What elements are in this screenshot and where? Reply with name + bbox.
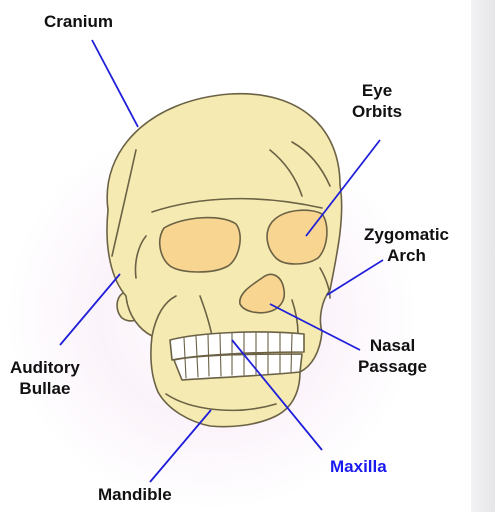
cranium-pointer [92, 40, 138, 127]
label-eye-orbits: Eye Orbits [352, 80, 402, 122]
label-maxilla: Maxilla [330, 456, 387, 477]
label-cranium: Cranium [44, 11, 113, 32]
label-mandible: Mandible [98, 484, 172, 505]
left-eye-orbit [160, 218, 240, 272]
right-eye-orbit [267, 210, 327, 264]
label-nasal-passage: Nasal Passage [358, 335, 427, 377]
label-zygomatic-arch: Zygomatic Arch [364, 224, 449, 266]
label-auditory-bullae: Auditory Bullae [10, 357, 80, 399]
